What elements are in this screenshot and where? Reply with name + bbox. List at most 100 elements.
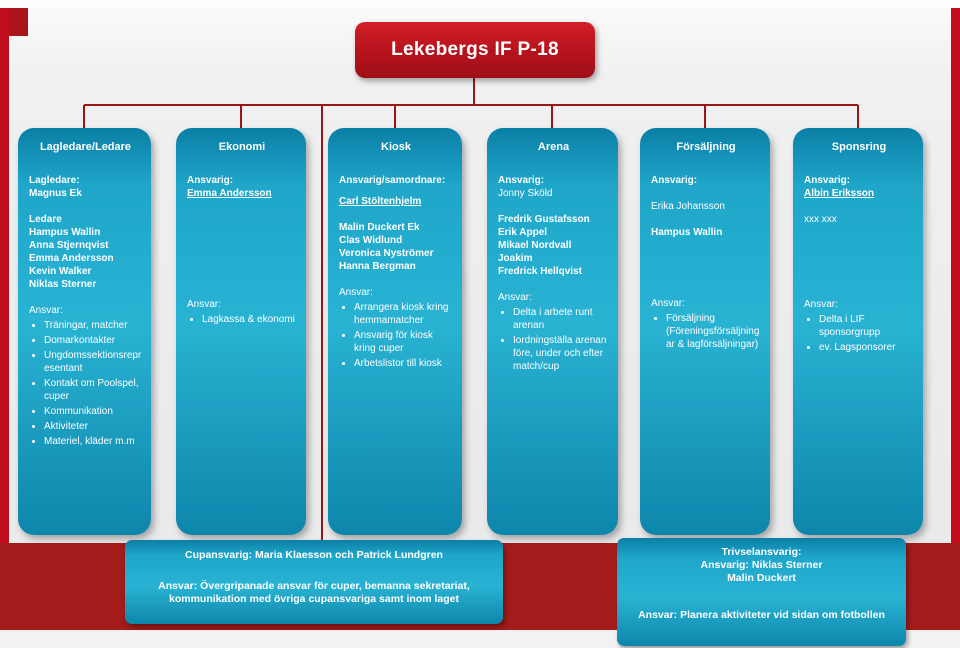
text-line: Ansvarig:: [187, 175, 234, 187]
text-line: Hampus Wallin: [651, 227, 723, 239]
bullet-item: Träningar, matcher: [44, 319, 142, 332]
connector-line: [857, 105, 859, 129]
connector-line: [394, 105, 396, 129]
text-line: Emma Andersson: [29, 253, 114, 265]
spacer-line: [498, 278, 609, 291]
trivselansvarig-box: Trivselansvarig: Ansvarig: Niklas Sterne…: [617, 538, 906, 646]
text-line: Magnus Ek: [29, 188, 82, 200]
ansvar-label: Ansvar:: [651, 298, 685, 310]
top-white-strip: [0, 0, 960, 8]
connector-line: [240, 105, 242, 129]
spacer-line: [651, 213, 761, 226]
text-line: Mikael Nordvall: [498, 240, 572, 252]
connector-line-to-cup-box: [321, 105, 323, 543]
spacer: [804, 226, 914, 298]
ansvar-list: Delta i arbete runt arenan Iordningställ…: [498, 306, 609, 373]
text-line: Ansvarig:: [498, 175, 545, 187]
left-accent-bar: [0, 8, 9, 648]
text-line: Lagledare:: [29, 175, 80, 187]
spacer: [651, 239, 761, 297]
text-line-underlined: Albin Eriksson: [804, 188, 875, 200]
bullet-item: ev. Lagsponsorer: [819, 341, 914, 354]
box-title: Försäljning: [676, 141, 736, 153]
bullet-item: Domarkontakter: [44, 334, 142, 347]
connector-line: [83, 105, 85, 129]
bullet-item: Delta i arbete runt arenan: [513, 306, 609, 332]
org-box-kiosk: Kiosk Ansvarig/samordnare: Carl Stöltenh…: [328, 128, 462, 535]
ansvar-label: Ansvar:: [187, 299, 221, 311]
ansvar-label: Ansvar:: [498, 292, 532, 304]
ansvar-list: Delta i LIF sponsorgrupp ev. Lagsponsore…: [804, 313, 914, 354]
spacer: [187, 200, 297, 298]
text-line: xxx xxx: [804, 214, 837, 226]
text-line: Ansvarig/samordnare:: [339, 175, 446, 187]
trivsel-line: Malin Duckert: [727, 572, 796, 585]
ansvar-list: Arrangera kiosk kring hemmamatcher Ansva…: [339, 301, 453, 370]
trivsel-line: Trivselansvarig:: [721, 546, 802, 558]
connector-line: [84, 104, 858, 106]
spacer-line: [29, 291, 142, 304]
bullet-item: Arrangera kiosk kring hemmamatcher: [354, 301, 453, 327]
connector-line: [473, 78, 475, 105]
connector-line: [551, 105, 553, 129]
text-line: Hanna Bergman: [339, 261, 416, 273]
trivsel-line: Ansvarig: Niklas Sterner: [700, 559, 823, 572]
cupansvarig-box: Cupansvarig: Maria Klaesson och Patrick …: [125, 540, 503, 624]
box-title: Ekonomi: [218, 141, 266, 153]
box-title: Lagledare/Ledare: [39, 141, 132, 153]
text-line: Erika Johansson: [651, 201, 725, 213]
text-line: Veronica Nyströmer: [339, 248, 434, 260]
ansvar-label: Ansvar:: [804, 299, 838, 311]
text-line: Joakim: [498, 253, 533, 265]
box-title: Arena: [537, 141, 570, 153]
spacer-line: [804, 200, 914, 213]
spacer-line: [339, 273, 453, 286]
text-line: Clas Widlund: [339, 235, 403, 247]
bullet-item: Arbetslistor till kiosk: [354, 357, 453, 370]
bullet-item: Iordningställa arenan före, under och ef…: [513, 334, 609, 373]
text-line: Hampus Wallin: [29, 227, 101, 239]
ansvar-list: Försäljning (Föreningsförsäljningar & la…: [651, 312, 761, 351]
text-line: Ansvarig:: [804, 175, 851, 187]
bullet-item: Delta i LIF sponsorgrupp: [819, 313, 914, 339]
text-line: Kevin Walker: [29, 266, 92, 278]
bullet-item: Materiel, kläder m.m: [44, 435, 142, 448]
text-line: Anna Stjernqvist: [29, 240, 109, 252]
connector-line: [704, 105, 706, 129]
ansvar-label: Ansvar:: [339, 287, 373, 299]
text-line: Fredrik Gustafsson: [498, 214, 590, 226]
spacer-line: [339, 208, 453, 221]
bullet-item: Försäljning (Föreningsförsäljningar & la…: [666, 312, 761, 351]
org-box-sponsring: Sponsring Ansvarig: Albin Eriksson xxx x…: [793, 128, 923, 535]
text-line: Malin Duckert Ek: [339, 222, 420, 234]
text-line: Erik Appel: [498, 227, 548, 239]
page-title: Lekebergs IF P-18: [391, 39, 559, 60]
text-line: Ansvarig:: [651, 175, 698, 187]
text-line: Fredrick Hellqvist: [498, 266, 582, 278]
ansvar-list: Träningar, matcher Domarkontakter Ungdom…: [29, 319, 142, 448]
bullet-item: Ungdomssektionsrepresentant: [44, 349, 142, 375]
box-title: Kiosk: [381, 141, 411, 153]
text-line: Jonny Sköld: [498, 188, 553, 200]
org-box-arena: Arena Ansvarig: Jonny Sköld Fredrik Gust…: [487, 128, 618, 535]
text-line-underlined: Carl Stöltenhjelm: [339, 196, 422, 208]
text-line: Niklas Sterner: [29, 279, 97, 291]
cupansvarig-body: Ansvar: Övergripanade ansvar för cuper, …: [158, 580, 470, 606]
trivsel-line: Ansvar: Planera aktiviteter vid sidan om…: [638, 609, 885, 622]
bullet-item: Kommunikation: [44, 405, 142, 418]
spacer-line: [498, 200, 609, 213]
ansvar-list: Lagkassa & ekonomi: [187, 313, 297, 326]
right-accent-bar: [951, 8, 960, 648]
spacer-line: [651, 187, 761, 200]
ansvar-label: Ansvar:: [29, 305, 63, 317]
bullet-item: Kontakt om Poolspel, cuper: [44, 377, 142, 403]
cupansvarig-title: Cupansvarig: Maria Klaesson och Patrick …: [185, 549, 443, 561]
text-line: Ledare: [29, 214, 62, 226]
spacer-line: [29, 200, 142, 213]
box-title: Sponsring: [831, 141, 887, 153]
bullet-item: Ansvarig för kiosk kring cuper: [354, 329, 453, 355]
org-chart-title-box: Lekebergs IF P-18: [355, 22, 595, 78]
bullet-item: Lagkassa & ekonomi: [202, 313, 297, 326]
org-box-lagledare-ledare: Lagledare/Ledare Lagledare: Magnus Ek Le…: [18, 128, 151, 535]
